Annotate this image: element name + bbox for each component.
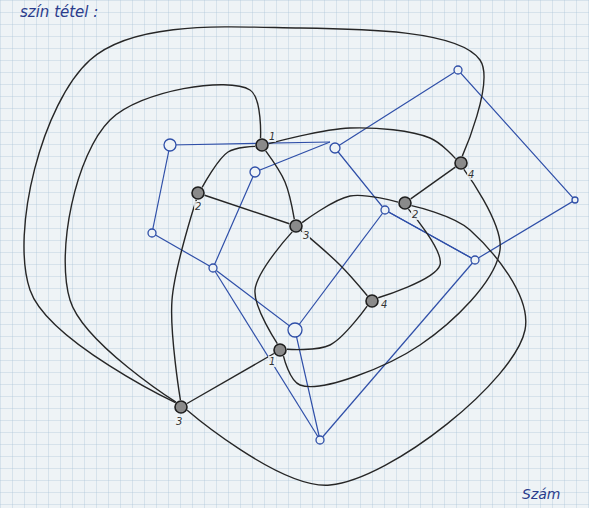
vertex-circle xyxy=(365,294,379,308)
graph-edge xyxy=(378,209,440,298)
vertex-circle xyxy=(255,138,269,152)
vertex-color-number: 3 xyxy=(175,416,183,427)
vertex-color-number: 3 xyxy=(302,230,310,241)
graph-edge xyxy=(187,353,274,403)
graph-edge xyxy=(411,167,456,199)
vertex-circle xyxy=(454,156,468,170)
vertex-circle xyxy=(289,219,303,233)
vertex-color-number: 2 xyxy=(411,209,419,220)
graph-edge xyxy=(301,231,367,296)
graph-vertex: 1 xyxy=(255,138,269,152)
handwritten-note: szín tétel : xyxy=(20,3,98,21)
vertex-color-number: 1 xyxy=(268,131,276,142)
vertex-color-number: 2 xyxy=(194,201,202,212)
vertex-color-number: 1 xyxy=(268,356,276,367)
vertex-circle xyxy=(398,196,412,210)
vertex-circle xyxy=(191,186,205,200)
vertex-color-number: 4 xyxy=(467,169,475,180)
graph-edge xyxy=(187,206,526,486)
graph-edge xyxy=(302,195,398,222)
graph-vertex: 1 xyxy=(273,343,287,357)
graph-vertex: 2 xyxy=(398,196,412,210)
graph-edge xyxy=(202,146,255,187)
graph-edge xyxy=(24,27,484,403)
graph-vertex: 2 xyxy=(191,186,205,200)
graph-vertex: 3 xyxy=(174,400,188,414)
handwritten-note: Szám xyxy=(522,486,560,502)
graph-edge xyxy=(255,232,292,344)
graph-edge xyxy=(205,195,290,224)
vertex-circle xyxy=(273,343,287,357)
graph-edge xyxy=(65,85,260,402)
graph-edge xyxy=(269,128,456,159)
graph-vertex: 4 xyxy=(365,294,379,308)
graph-vertex: 4 xyxy=(454,156,468,170)
graph-vertex: 3 xyxy=(289,219,303,233)
vertex-color-number: 4 xyxy=(380,299,388,310)
graph-edge xyxy=(283,169,500,386)
graph-edge xyxy=(172,200,197,400)
graph-edge xyxy=(266,151,295,219)
vertex-circle xyxy=(174,400,188,414)
graph-edge xyxy=(287,306,367,350)
